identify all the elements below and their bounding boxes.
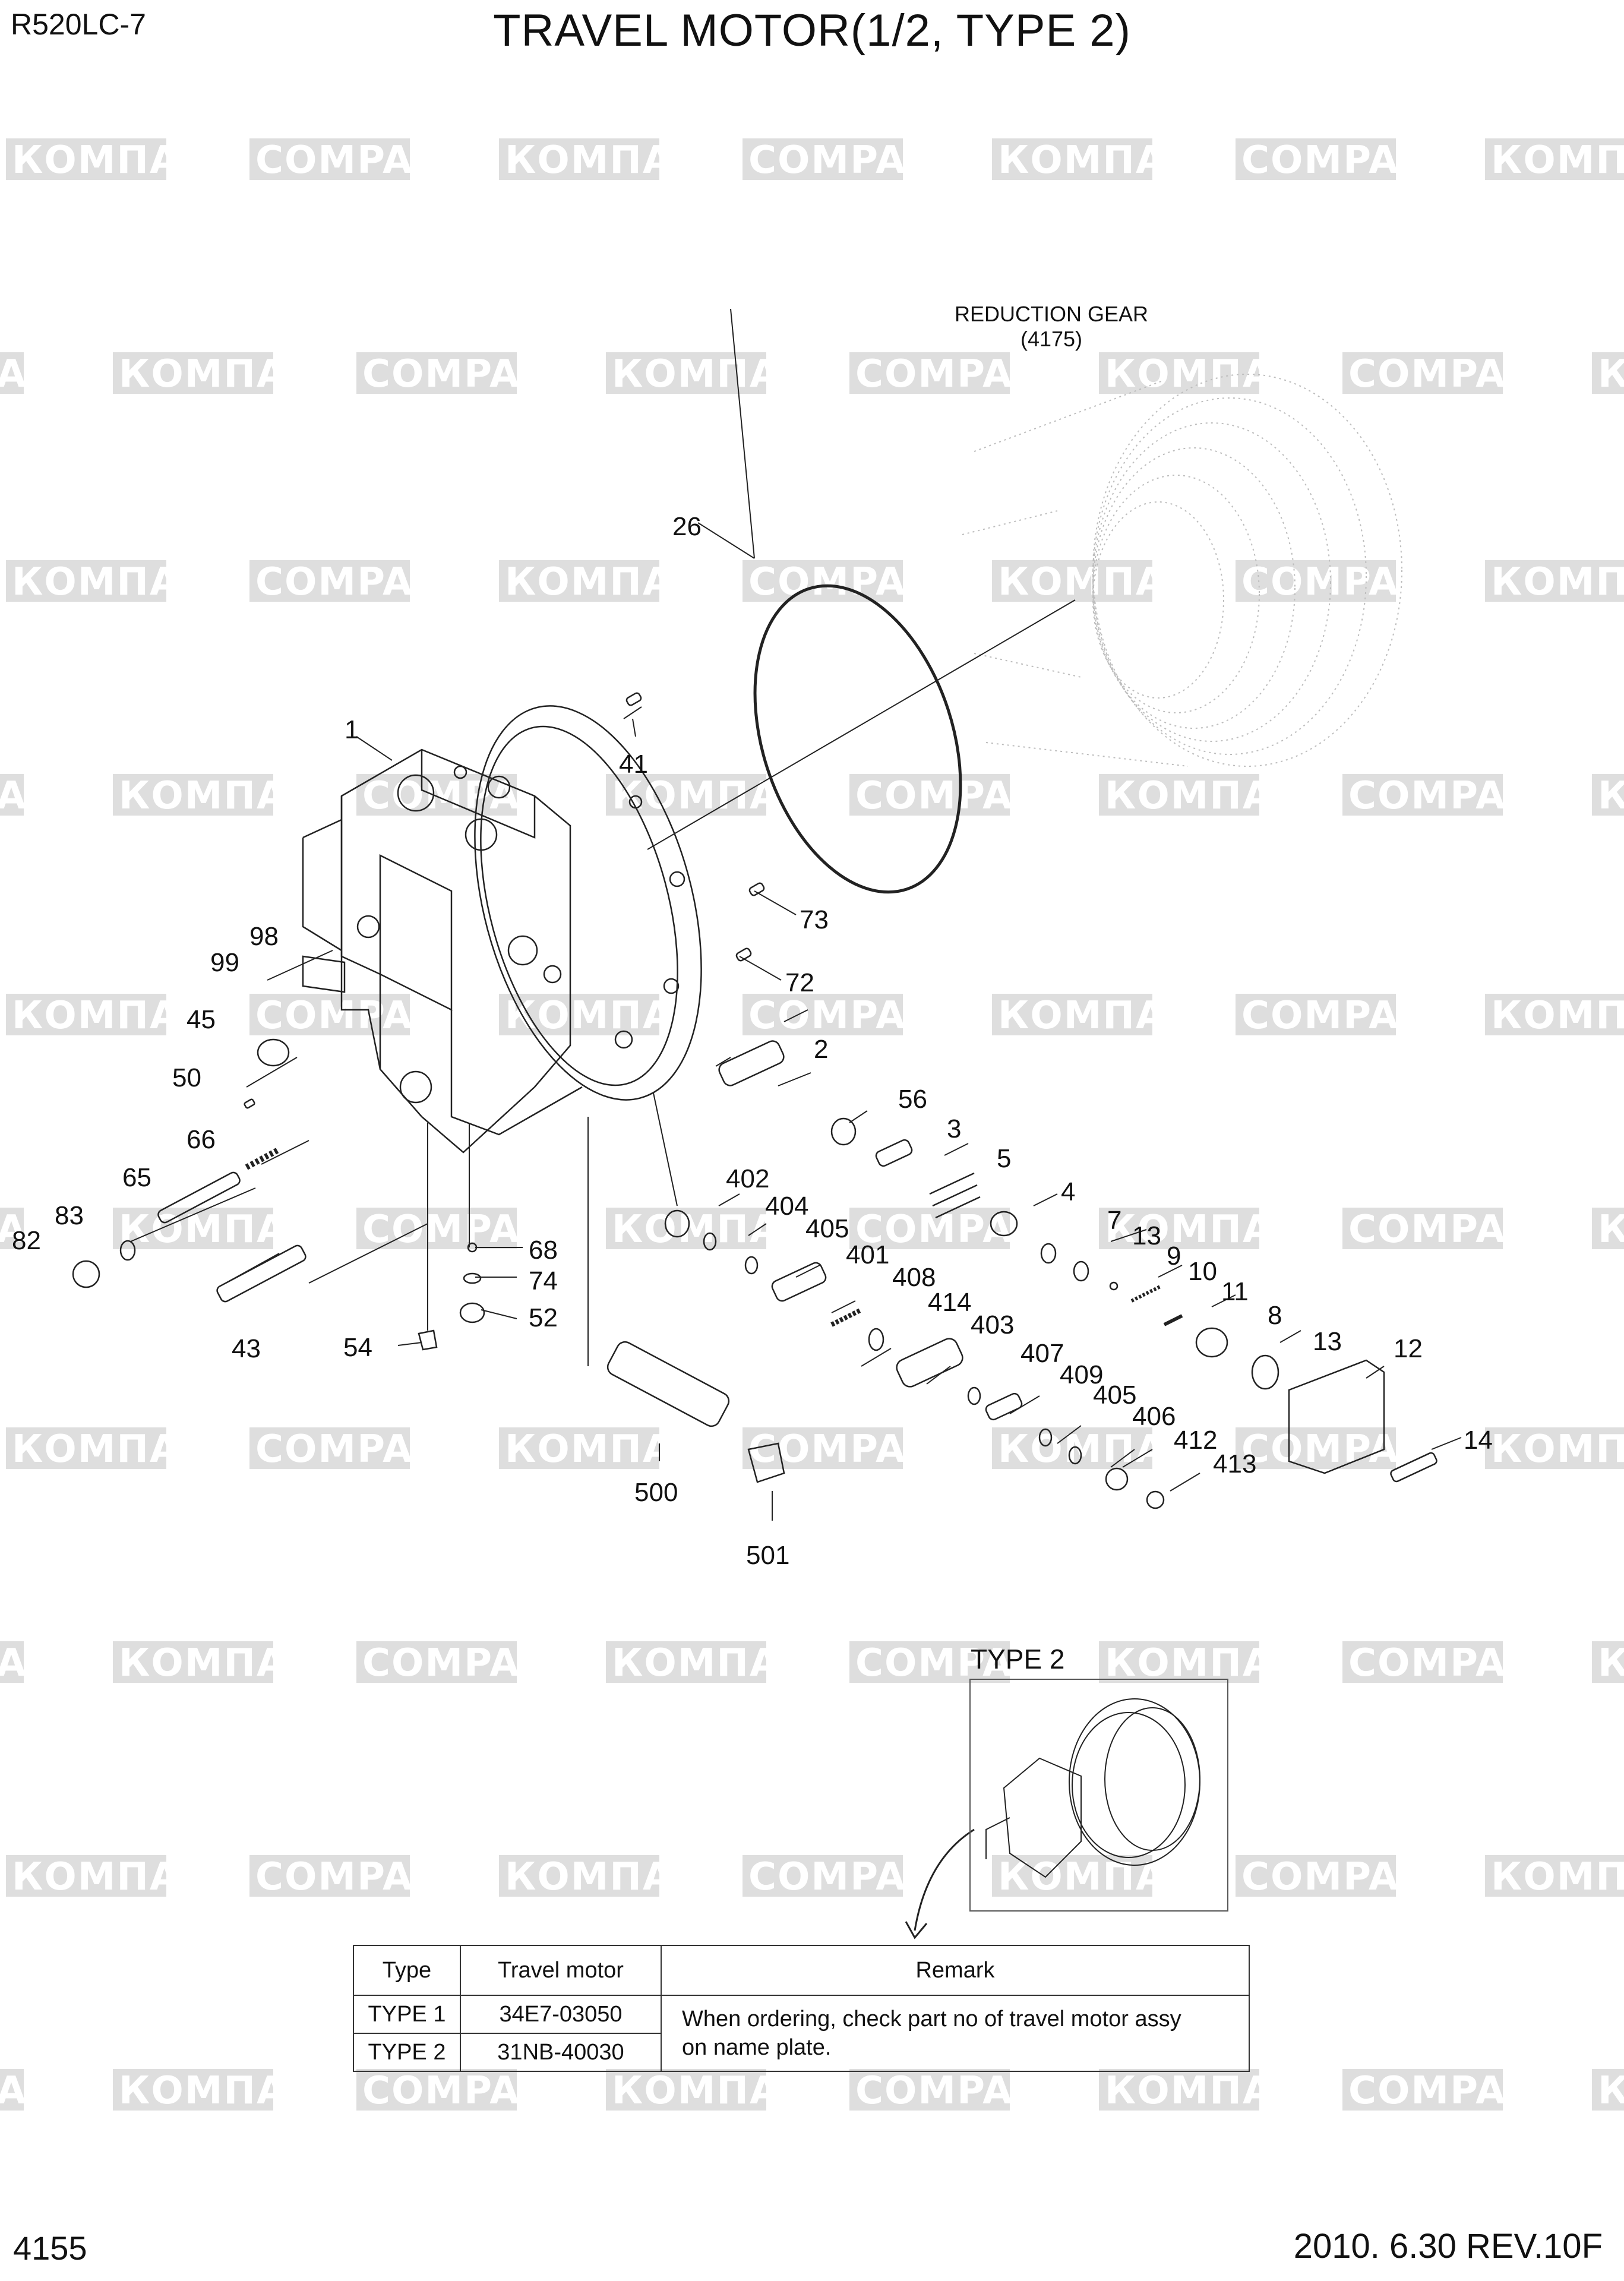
callout-11: 11 — [1221, 1277, 1249, 1306]
callout-3: 3 — [947, 1114, 962, 1143]
callout-66: 66 — [187, 1125, 216, 1154]
callout-401: 401 — [846, 1240, 890, 1269]
callout-14: 14 — [1464, 1426, 1493, 1455]
callout-72: 72 — [785, 968, 814, 997]
callout-413: 413 — [1213, 1449, 1257, 1478]
callout-13a: 13 — [1132, 1221, 1161, 1250]
callout-68: 68 — [529, 1236, 558, 1265]
reduction-gear-drawing — [962, 374, 1402, 767]
callout-74: 74 — [529, 1266, 558, 1296]
callout-98: 98 — [249, 922, 279, 951]
remark-line-1: When ordering, check part no of travel m… — [682, 2007, 1181, 2032]
row-type: TYPE 1 — [353, 1995, 461, 2034]
table-row: TYPE 2 31NB-40030 — [353, 2033, 1249, 2072]
type2-inset-frame — [969, 1679, 1228, 1912]
callout-414: 414 — [928, 1288, 972, 1317]
remark-cell: When ordering, check part no of travel m… — [661, 1995, 1250, 2072]
callout-402: 402 — [726, 1164, 770, 1193]
callout-8: 8 — [1268, 1301, 1282, 1330]
callout-99: 99 — [210, 948, 239, 977]
o-ring-26 — [753, 584, 962, 894]
row-motor: 34E7-03050 — [460, 1995, 662, 2034]
callout-52: 52 — [529, 1303, 558, 1332]
callout-408: 408 — [892, 1263, 936, 1292]
callout-10: 10 — [1188, 1257, 1217, 1286]
callout-5: 5 — [997, 1144, 1012, 1173]
callout-73: 73 — [800, 905, 829, 934]
row-type: TYPE 2 — [353, 2033, 461, 2072]
travel-motor-type-table: Type Travel motor Remark TYPE 1 34E7-030… — [353, 1945, 1250, 2072]
callout-41: 41 — [619, 750, 648, 779]
page-number: 4155 — [13, 2229, 87, 2267]
callout-45: 45 — [187, 1005, 216, 1034]
callout-56: 56 — [898, 1085, 927, 1114]
callout-13b: 13 — [1313, 1327, 1342, 1356]
callout-501: 501 — [746, 1541, 790, 1570]
reduction-gear-label: REDUCTION GEAR (4175) — [909, 302, 1194, 352]
date-revision: 2010. 6.30 REV.10F — [1293, 2227, 1603, 2266]
leader-lines — [130, 308, 1462, 1521]
header-remark: Remark — [661, 1945, 1250, 1996]
page-title: TRAVEL MOTOR(1/2, TYPE 2) — [493, 5, 1131, 56]
callout-83: 83 — [55, 1201, 84, 1230]
axis-line — [647, 599, 1076, 850]
model-number: R520LC-7 — [11, 8, 146, 41]
callout-50: 50 — [172, 1063, 201, 1092]
callout-409: 409 — [1060, 1360, 1104, 1389]
callout-82: 82 — [12, 1226, 41, 1255]
callout-7: 7 — [1107, 1206, 1122, 1235]
callout-65: 65 — [122, 1163, 151, 1192]
callout-4: 4 — [1061, 1177, 1076, 1206]
row-motor: 31NB-40030 — [460, 2033, 662, 2072]
callout-407: 407 — [1020, 1339, 1064, 1368]
callout-12: 12 — [1394, 1334, 1423, 1363]
callout-403: 403 — [971, 1310, 1015, 1339]
remark-line-2: on name plate. — [682, 2035, 832, 2060]
callout-500: 500 — [634, 1478, 678, 1507]
callout-1: 1 — [345, 715, 359, 744]
table-row: TYPE 1 34E7-03050 When ordering, check p… — [353, 1995, 1250, 2072]
callout-405b: 405 — [1093, 1380, 1137, 1410]
callout-2: 2 — [814, 1035, 829, 1064]
callout-43: 43 — [232, 1334, 261, 1363]
table-header-row: Type Travel motor Remark — [353, 1945, 1250, 1996]
reduction-gear-name: REDUCTION GEAR — [954, 302, 1149, 326]
motor-housing-drawing — [302, 705, 702, 1154]
callout-406: 406 — [1132, 1402, 1176, 1431]
header-travel-motor: Travel motor — [460, 1945, 662, 1996]
type2-motor-illustration — [905, 1698, 1200, 1939]
callout-9: 9 — [1167, 1241, 1181, 1271]
header-type: Type — [353, 1945, 461, 1996]
callout-404: 404 — [765, 1192, 809, 1221]
callout-405a: 405 — [805, 1214, 849, 1243]
type2-label: TYPE 2 — [971, 1644, 1065, 1675]
reduction-gear-ref: (4175) — [1020, 327, 1083, 351]
callout-26: 26 — [672, 512, 702, 541]
callout-54: 54 — [343, 1333, 372, 1362]
callout-412: 412 — [1174, 1426, 1218, 1455]
part-shapes — [72, 692, 1437, 1509]
